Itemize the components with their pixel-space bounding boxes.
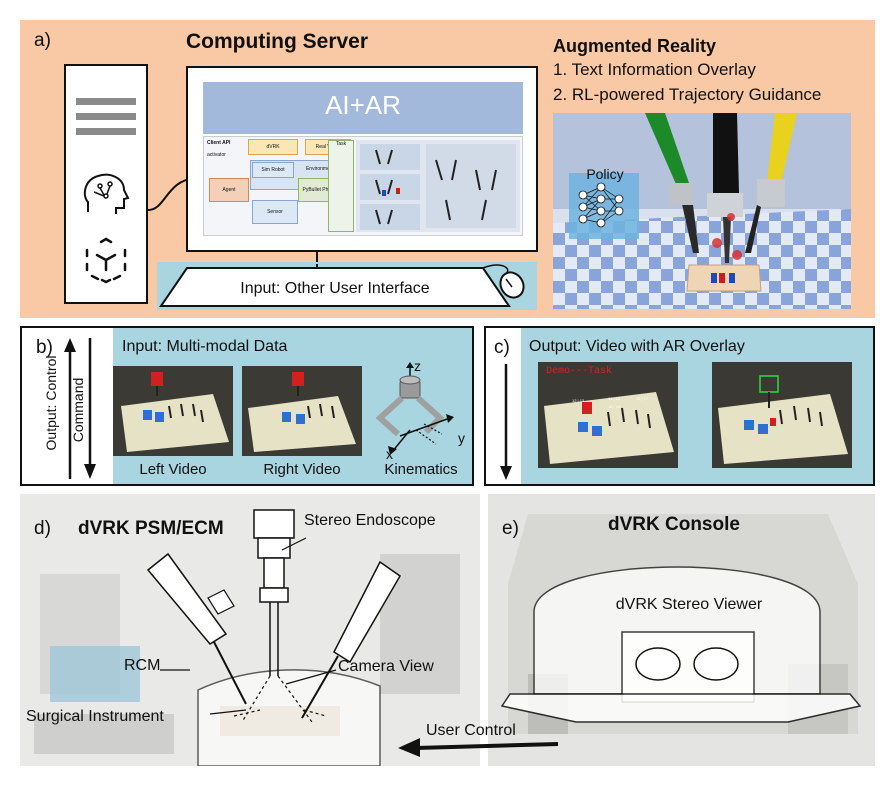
screen-title: AI+AR <box>325 90 401 120</box>
left-video-thumbnail <box>113 366 233 456</box>
policy-label: Policy <box>586 166 624 182</box>
mini-agent: Agent <box>209 178 249 202</box>
mini-activator: activator <box>207 152 226 158</box>
svg-text:18 | 19: 18 | 19 <box>608 404 621 409</box>
mini-env-label: Environment <box>305 166 335 172</box>
mouse-icon <box>499 271 525 299</box>
panel-d-title: dVRK PSM/ECM <box>78 518 224 539</box>
mini-sim-robot: Sim Robot <box>252 162 294 178</box>
side-label-control: Output: Control <box>43 355 59 451</box>
panel-d-letter: d) <box>34 518 51 539</box>
caption-left-video: Left Video <box>139 461 207 478</box>
kinematics-diagram <box>375 362 454 455</box>
axis-z-label: z <box>414 358 421 374</box>
svg-text:12 | 13: 12 | 13 <box>572 398 585 403</box>
panel-a-title: Computing Server <box>186 30 369 53</box>
mini-task-scenes <box>360 144 516 230</box>
ar-title: Augmented Reality <box>553 36 717 56</box>
panel-e-title: dVRK Console <box>608 514 740 535</box>
psm-ecm-illustration <box>20 494 480 766</box>
ar-overlay-frame-left: 12 | 13 14 | 15 16 | 17 18 | 19 <box>538 362 678 468</box>
label-rcm: RCM <box>124 657 161 674</box>
server-slot <box>76 98 136 105</box>
ar-overlay-frame-right <box>712 362 852 468</box>
mini-sensor: Sensor <box>252 200 298 224</box>
output-arrow <box>500 364 512 480</box>
server-slot <box>76 128 136 135</box>
keyboard <box>159 264 511 307</box>
viewer-label: dVRK Stereo Viewer <box>615 596 763 613</box>
ar-simulation-image <box>553 113 851 309</box>
right-video-thumbnail <box>242 366 362 456</box>
overlay-text: Demo---Task <box>546 366 613 377</box>
ai-brain-icon <box>83 173 130 214</box>
panel-b-title: Input: Multi-modal Data <box>122 338 288 355</box>
input-label: Input: Other User Interface <box>240 280 430 297</box>
label-surgical-instrument: Surgical Instrument <box>26 708 164 725</box>
ar-cube-icon <box>85 237 127 284</box>
screen-banner <box>203 82 523 134</box>
mini-dvrk: dVRK <box>248 139 298 155</box>
server-slot <box>76 113 136 120</box>
svg-text:16 | 17: 16 | 17 <box>636 396 649 401</box>
svg-text:14 | 15: 14 | 15 <box>608 396 621 401</box>
control-arrows <box>64 338 96 479</box>
user-control-label: User Control <box>426 722 516 739</box>
panel-e-letter: e) <box>502 518 519 539</box>
ar-item-2: 2. RL-powered Trajectory Guidance <box>553 85 822 104</box>
caption-right-video: Right Video <box>263 461 341 478</box>
panel-c-letter: c) <box>494 337 510 358</box>
axis-y-label: y <box>458 430 465 446</box>
caption-kinematics: Kinematics <box>384 461 458 478</box>
label-stereo-endoscope: Stereo Endoscope <box>304 512 436 529</box>
panel-b-letter: b) <box>36 337 53 358</box>
mini-task: Task <box>328 140 354 232</box>
user-control-arrow <box>398 738 559 757</box>
label-camera-view: Camera View <box>338 658 434 675</box>
console-illustration <box>488 494 875 766</box>
axis-x-label: x <box>386 446 393 462</box>
panel-c-title: Output: Video with AR Overlay <box>529 338 745 355</box>
panel-a-letter: a) <box>34 30 51 51</box>
monitor-neck <box>316 252 318 264</box>
side-label-command: Command <box>70 377 86 443</box>
mini-client-api: Client API <box>207 140 231 146</box>
ar-item-1: 1. Text Information Overlay <box>553 60 756 79</box>
